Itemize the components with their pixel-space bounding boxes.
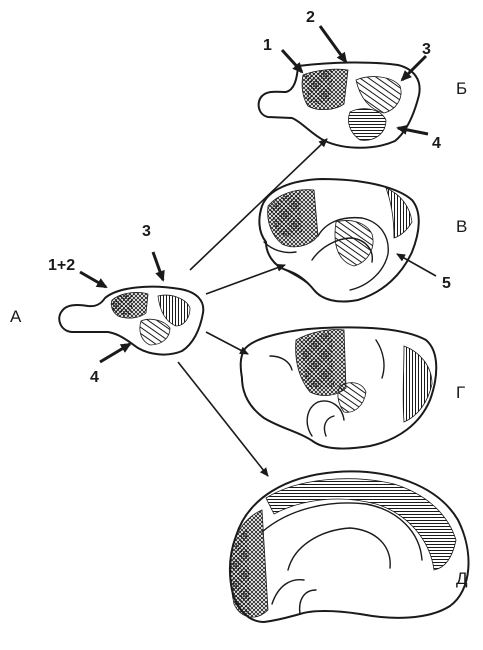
stage-label-v: В <box>456 217 467 236</box>
brain-d <box>230 471 469 622</box>
g-area-lines-small <box>338 383 366 413</box>
b-area-3-lines <box>356 77 401 113</box>
label-a-3: 3 <box>142 223 151 240</box>
label-b-4: 4 <box>432 135 441 152</box>
area-4-lines <box>140 319 170 345</box>
pointer-b-1 <box>282 50 302 72</box>
v-area-5-lines <box>335 221 373 267</box>
stage-label-b: Б <box>456 79 467 98</box>
brain-g <box>241 327 437 448</box>
pointer-a-4 <box>100 344 130 362</box>
stage-label-g: Г <box>456 383 465 402</box>
label-b-1: 1 <box>263 37 272 54</box>
area-3-lines <box>158 295 190 326</box>
g-area-lines-right <box>403 346 432 422</box>
stage-label-a: А <box>10 307 22 326</box>
v-area-lines-right <box>386 188 412 238</box>
pointer-a-1-2 <box>80 272 106 287</box>
label-a-1-2: 1+2 <box>48 257 75 274</box>
b-area-4-lines <box>348 109 386 141</box>
pointer-a-3 <box>153 252 163 280</box>
b-area-dots <box>305 70 333 104</box>
arrow-a-to-d <box>178 362 268 476</box>
label-a-4: 4 <box>90 369 99 386</box>
brain-v <box>259 179 418 302</box>
arrow-a-to-v <box>206 265 285 294</box>
label-v-5: 5 <box>442 275 451 292</box>
label-b-2: 2 <box>306 9 315 26</box>
pointer-v-5 <box>397 254 436 276</box>
brain-b <box>259 62 420 147</box>
brain-a <box>59 287 203 355</box>
arrow-a-to-g <box>206 332 248 354</box>
pointer-b-2 <box>320 26 346 62</box>
label-b-3: 3 <box>422 41 431 58</box>
stage-label-d: Д <box>456 569 468 588</box>
